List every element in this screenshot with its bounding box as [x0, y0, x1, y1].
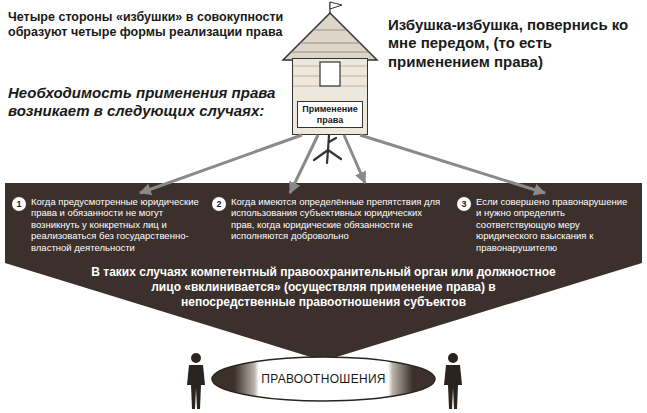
- arrow-connector: [290, 135, 318, 193]
- section-heading: Необходимость применения права возникает…: [8, 84, 288, 121]
- flag: [330, 2, 342, 9]
- note-text: Четыре стороны «избушки» в совокупности …: [8, 10, 293, 41]
- wrap-guide: [5, 265, 323, 361]
- hut-window: [320, 62, 340, 86]
- case-item: 1 Когда предусмотренные юридические права…: [10, 193, 202, 253]
- ellipse-fill: [212, 357, 435, 401]
- wrap-guide: [324, 265, 642, 361]
- person-right: [444, 353, 462, 409]
- case-text: Когда предусмотренные юридические права …: [31, 196, 200, 253]
- hut-body: [292, 58, 368, 135]
- callout-number: 1: [12, 197, 26, 211]
- hut-sign: Применение права: [297, 101, 363, 128]
- band-fill: [5, 183, 642, 361]
- callout-number: 2: [212, 197, 226, 211]
- arrow-connector: [140, 135, 302, 193]
- note-text: Избушка-избушка, повернись ко мне передо…: [388, 16, 640, 71]
- person-left: [187, 353, 205, 409]
- band-text: В таких случаях компетентный правоохрани…: [5, 265, 642, 310]
- relations-text: ПРАВООТНОШЕНИЯ: [261, 372, 386, 386]
- case-band: В таких случаях компетентный правоохрани…: [5, 183, 642, 361]
- case-text: Когда имеются определённые препятствия д…: [231, 196, 444, 242]
- callout-number: 3: [457, 197, 471, 211]
- band-text-area: В таких случаях компетентный правоохрани…: [5, 265, 642, 361]
- hut: [283, 2, 377, 163]
- case-item: 2 Когда имеются определённые препятствия …: [210, 193, 446, 242]
- relations-ellipse: ПРАВООТНОШЕНИЯ: [211, 356, 436, 402]
- hut-roof: [283, 13, 377, 60]
- arrow-connector: [360, 135, 545, 193]
- case-item: 3 Если совершено правонарушение и нужно о…: [455, 193, 637, 253]
- chicken-leg: [314, 135, 341, 163]
- roof-shingles: [291, 30, 369, 52]
- arrow-connector: [344, 135, 365, 183]
- case-text: Если совершено правонарушение и нужно оп…: [476, 196, 635, 253]
- hut-front: Применение права: [292, 58, 368, 135]
